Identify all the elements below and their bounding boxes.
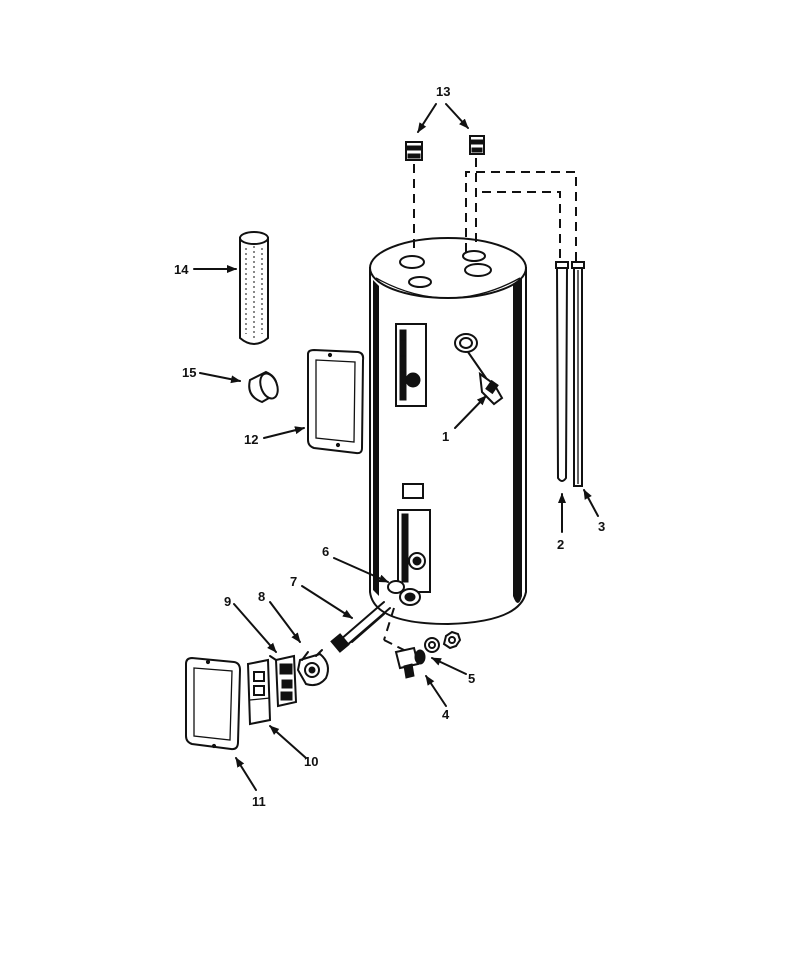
insulation-plug	[248, 370, 279, 404]
dip-tube	[571, 261, 585, 487]
callout-13: 13	[436, 84, 450, 99]
callout-2: 2	[557, 537, 564, 552]
anode-port	[464, 263, 492, 277]
callout-4: 4	[442, 707, 450, 722]
rating-label	[402, 483, 424, 499]
callout-15: 15	[182, 365, 196, 380]
callout-5: 5	[468, 671, 475, 686]
insulation-tube	[239, 231, 269, 345]
nipple-left	[405, 141, 423, 161]
callout-10: 10	[304, 754, 318, 769]
element-gasket	[424, 637, 440, 653]
upper-access-opening	[395, 323, 427, 407]
upper-element-terminal	[405, 372, 421, 388]
callout-7: 7	[290, 574, 297, 589]
drain-valve	[394, 646, 426, 679]
relief-valve	[467, 351, 504, 406]
callout-8: 8	[258, 589, 265, 604]
relief-valve-opening	[454, 333, 478, 353]
callout-arrows	[193, 103, 599, 791]
heating-element	[330, 601, 391, 653]
thermostat	[269, 654, 298, 708]
upper-access-cover	[307, 348, 365, 455]
callout-12: 12	[244, 432, 258, 447]
hot-outlet-port	[462, 250, 486, 262]
cold-inlet-port	[399, 255, 425, 269]
thermostat-clamp	[296, 649, 329, 687]
callout-11: 11	[252, 794, 266, 809]
thermostat-bracket	[246, 658, 272, 726]
element-nut	[442, 630, 462, 650]
callout-3: 3	[598, 519, 605, 534]
lower-access-opening	[397, 509, 431, 593]
water-heater-tank	[369, 237, 527, 626]
nipple-right	[469, 135, 485, 155]
anode-rod	[555, 261, 569, 482]
callout-9: 9	[224, 594, 231, 609]
lower-access-cover	[185, 656, 242, 751]
lower-element-port	[387, 580, 405, 594]
callout-6: 6	[322, 544, 329, 559]
callout-1: 1	[442, 429, 449, 444]
callout-labels: 13 14 15 12 1 2 3 6 7 8 9 10 11 4 5	[174, 84, 605, 809]
drain-outlet	[399, 588, 421, 606]
relief-port	[408, 276, 432, 288]
callout-14: 14	[174, 262, 189, 277]
